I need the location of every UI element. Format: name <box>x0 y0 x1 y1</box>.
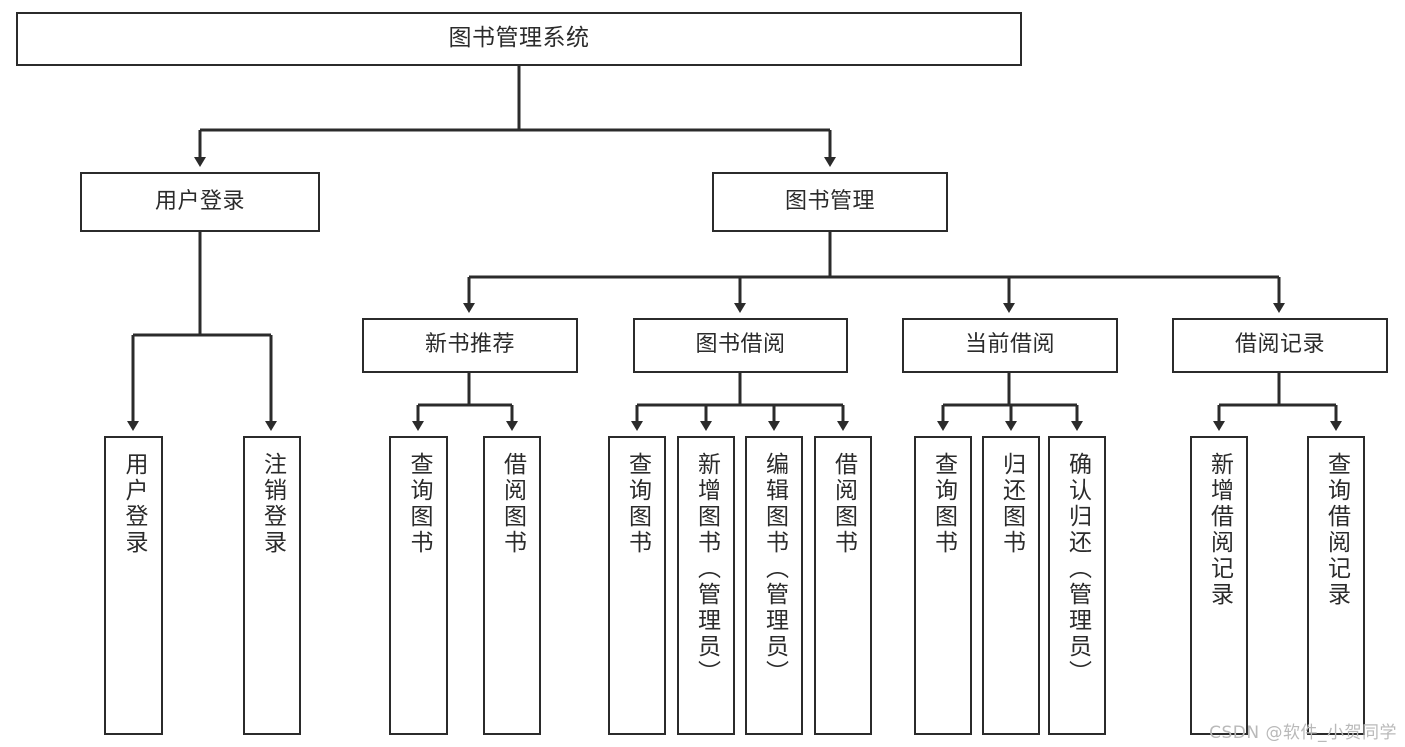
node-leaf-logout[interactable]: 注销登录 <box>243 436 301 735</box>
node-leaf-add-book-label: 新增图书（管理员） <box>693 452 720 686</box>
node-leaf-user-login[interactable]: 用户登录 <box>104 436 163 735</box>
node-root[interactable]: 图书管理系统 <box>16 12 1022 66</box>
node-leaf-borrow-book-1[interactable]: 借阅图书 <box>483 436 541 735</box>
node-leaf-query-book-3[interactable]: 查询图书 <box>914 436 972 735</box>
node-leaf-confirm-return[interactable]: 确认归还（管理员） <box>1048 436 1106 735</box>
node-new-book-recommend-label: 新书推荐 <box>424 332 515 358</box>
node-borrow-record[interactable]: 借阅记录 <box>1172 318 1388 373</box>
node-leaf-query-record[interactable]: 查询借阅记录 <box>1307 436 1365 735</box>
node-leaf-return-book[interactable]: 归还图书 <box>982 436 1040 735</box>
node-current-borrow-label: 当前借阅 <box>964 332 1055 358</box>
node-user-login-label: 用户登录 <box>154 188 245 214</box>
node-leaf-return-book-label: 归还图书 <box>998 452 1025 556</box>
node-leaf-add-record-label: 新增借阅记录 <box>1206 452 1233 608</box>
node-book-borrow-label: 图书借阅 <box>695 332 786 358</box>
node-leaf-query-record-label: 查询借阅记录 <box>1323 452 1350 608</box>
node-leaf-query-book-1-label: 查询图书 <box>406 452 432 556</box>
node-leaf-logout-label: 注销登录 <box>259 452 286 556</box>
node-leaf-edit-book[interactable]: 编辑图书（管理员） <box>745 436 803 735</box>
node-book-manage[interactable]: 图书管理 <box>712 172 948 232</box>
node-leaf-query-book-1[interactable]: 查询图书 <box>389 436 448 735</box>
node-root-label: 图书管理系统 <box>448 25 590 52</box>
node-leaf-query-book-3-label: 查询图书 <box>930 452 957 556</box>
node-leaf-query-book-2[interactable]: 查询图书 <box>608 436 666 735</box>
node-book-borrow[interactable]: 图书借阅 <box>633 318 848 373</box>
node-leaf-edit-book-label: 编辑图书（管理员） <box>761 452 788 686</box>
node-current-borrow[interactable]: 当前借阅 <box>902 318 1118 373</box>
node-leaf-add-record[interactable]: 新增借阅记录 <box>1190 436 1248 735</box>
node-borrow-record-label: 借阅记录 <box>1234 332 1325 358</box>
node-leaf-borrow-book-1-label: 借阅图书 <box>499 452 526 556</box>
node-user-login[interactable]: 用户登录 <box>80 172 320 232</box>
node-leaf-borrow-book-2[interactable]: 借阅图书 <box>814 436 872 735</box>
node-new-book-recommend[interactable]: 新书推荐 <box>362 318 578 373</box>
node-leaf-borrow-book-2-label: 借阅图书 <box>830 452 857 556</box>
node-leaf-user-login-label: 用户登录 <box>121 452 147 556</box>
node-book-manage-label: 图书管理 <box>784 188 875 214</box>
node-leaf-query-book-2-label: 查询图书 <box>624 452 651 556</box>
node-leaf-confirm-return-label: 确认归还（管理员） <box>1064 452 1091 686</box>
node-leaf-add-book[interactable]: 新增图书（管理员） <box>677 436 735 735</box>
